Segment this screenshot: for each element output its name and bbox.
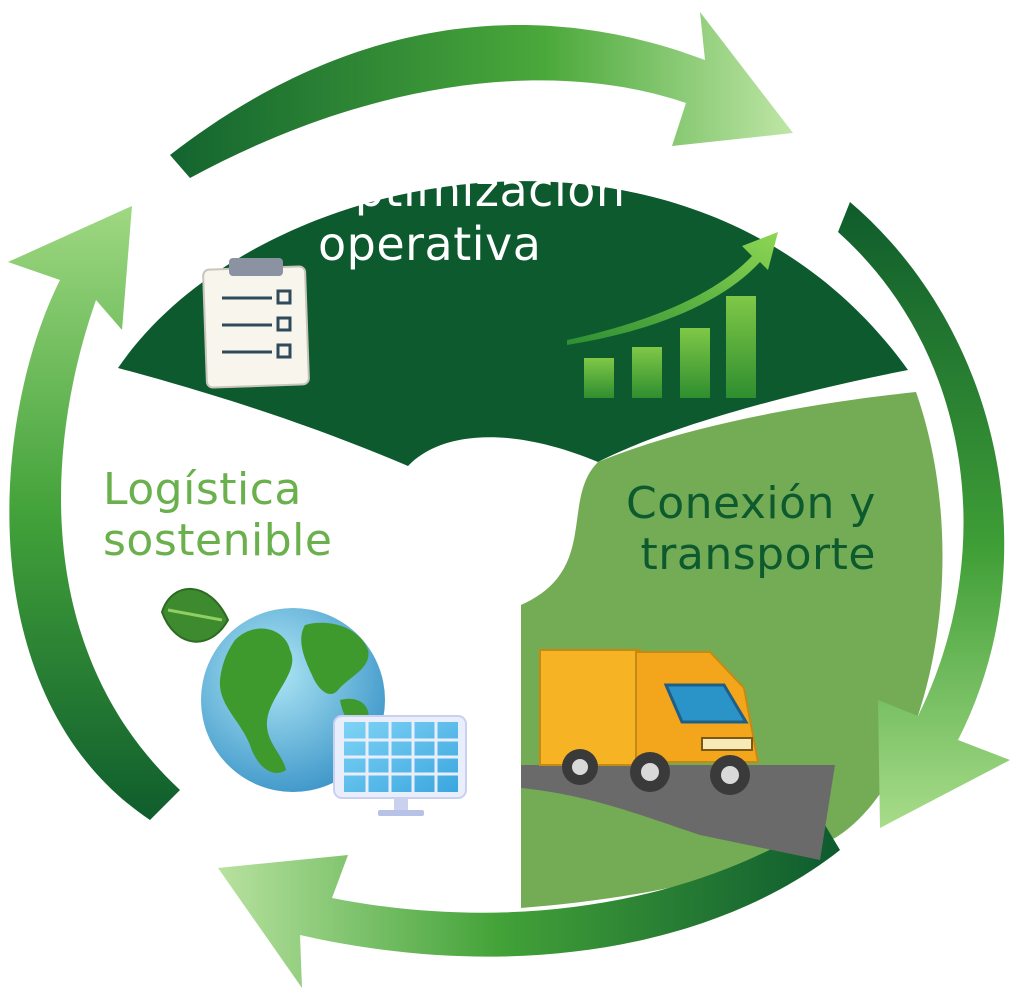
delivery-truck-icon [521, 649, 835, 860]
globe-leaf-solar-panel-icon [160, 587, 467, 816]
arrow-right [838, 202, 1010, 828]
section-title-right-line1: Conexión y [626, 478, 876, 529]
top-sector [118, 181, 908, 466]
section-title-right: Conexión y transporte [626, 478, 876, 581]
arrow-top [170, 12, 793, 178]
section-title-left-line1: Logística [103, 464, 302, 515]
section-title-top: Optimización operativa [318, 163, 626, 272]
section-title-top-line1: Optimización [318, 163, 626, 217]
section-title-left: Logística sostenible [103, 464, 332, 567]
section-title-left-line2: sostenible [103, 515, 333, 567]
clipboard-checklist-icon [202, 258, 310, 389]
section-title-right-line2: transporte [640, 529, 876, 581]
arrow-left [8, 206, 180, 820]
section-title-top-line2: operativa [318, 216, 542, 271]
arrow-bottom [218, 820, 840, 988]
growth-bar-chart-icon [567, 232, 778, 398]
